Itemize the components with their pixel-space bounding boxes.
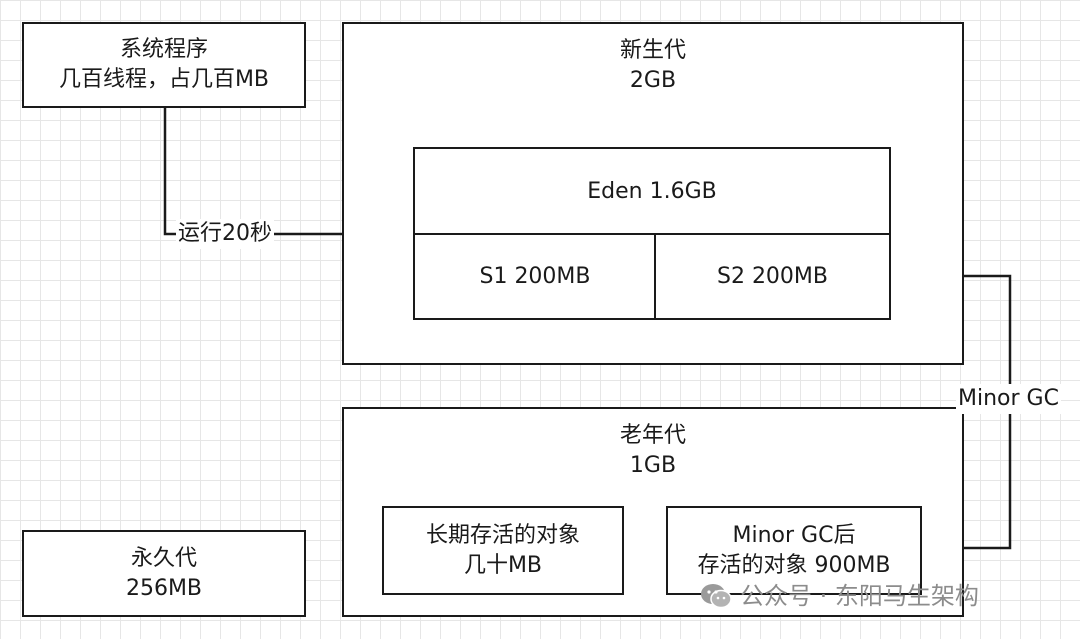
old-generation-title: 老年代: [619, 423, 686, 448]
system-program-box: 系统程序 几百线程，占几百MB: [22, 22, 306, 108]
survived-objects-box: Minor GC后 存活的对象 900MB: [666, 506, 922, 595]
old-generation-size: 1GB: [629, 453, 677, 478]
survived-objects-size: 存活的对象 900MB: [697, 552, 891, 578]
run-duration-label: 运行20秒: [176, 219, 274, 249]
long-lived-objects-title: 长期存活的对象: [425, 522, 580, 548]
s1-box: S1 200MB: [413, 233, 657, 320]
s2-box: S2 200MB: [654, 233, 891, 320]
wechat-icon: [701, 584, 732, 609]
run-arrow: [163, 108, 412, 240]
watermark: 公众号 · 东阳马生架构: [700, 580, 979, 612]
permanent-generation-title: 永久代: [130, 545, 197, 571]
eden-label: Eden 1.6GB: [587, 178, 717, 204]
system-program-detail: 几百线程，占几百MB: [58, 67, 270, 92]
long-lived-objects-size: 几十MB: [463, 552, 543, 578]
watermark-text: 公众号 · 东阳马生架构: [740, 582, 979, 610]
permanent-generation-box: 永久代 256MB: [22, 530, 306, 617]
system-program-title: 系统程序: [119, 37, 208, 62]
long-lived-objects-box: 长期存活的对象 几十MB: [382, 506, 624, 595]
young-generation-title: 新生代: [619, 38, 686, 63]
young-generation-size: 2GB: [629, 68, 677, 93]
s1-label: S1 200MB: [479, 263, 591, 289]
eden-box: Eden 1.6GB: [413, 147, 891, 236]
s2-label: S2 200MB: [716, 263, 829, 289]
survived-objects-title: Minor GC后: [732, 522, 856, 548]
minor-gc-label: Minor GC: [956, 384, 1061, 414]
permanent-generation-size: 256MB: [125, 575, 203, 601]
